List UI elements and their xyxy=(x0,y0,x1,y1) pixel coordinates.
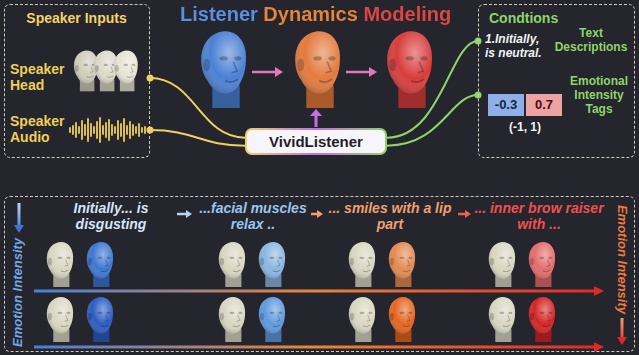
conditions-panel: Condtions 1.Initially, is neutral.Text De… xyxy=(478,4,635,158)
emotion-head-row-part xyxy=(87,297,113,342)
speaker-head-figure-part xyxy=(114,50,138,91)
transition-arrow-part xyxy=(252,71,276,74)
stage-description: ...facial muscles relax .. xyxy=(197,200,309,232)
connector xyxy=(387,38,482,138)
speaker-inputs-panel: Speaker InputsSpeaker HeadSpeaker Audio xyxy=(4,4,150,158)
transition-arrow-part xyxy=(275,67,283,77)
time-arrow-part xyxy=(34,346,596,349)
connector-line xyxy=(150,130,245,146)
intensity-arrow-part xyxy=(14,225,24,233)
intensity-arrow-part xyxy=(621,318,624,338)
intensity-arrow-part xyxy=(18,203,21,226)
condition-label: Text Descriptions xyxy=(551,27,631,55)
transition-arrow-part xyxy=(315,115,318,127)
emotion-head-row-part xyxy=(529,242,555,287)
transition-arrow xyxy=(252,67,377,127)
connector xyxy=(387,92,482,146)
intensity-value: -0.3 xyxy=(488,94,524,116)
panel-heading: Condtions xyxy=(489,10,569,26)
input-label: Speaker Head xyxy=(10,61,70,93)
emotion-head-row xyxy=(47,297,555,342)
emotion-head-row-part xyxy=(47,297,73,342)
emotion-sequence-panel: Initially... is disgusting ...facial musc… xyxy=(4,196,635,352)
axis-label: Emotion Intensity xyxy=(12,237,27,346)
connector-line xyxy=(387,41,478,138)
emotion-head-row-part xyxy=(349,242,375,287)
transition-arrow-part xyxy=(369,67,377,77)
stage-arrow-part xyxy=(311,213,318,216)
transition-arrow-part xyxy=(346,71,370,74)
stage-arrow-part xyxy=(177,213,187,216)
speaker-head-figure-part xyxy=(94,50,118,91)
stage-arrow-part xyxy=(458,213,466,216)
time-arrow-part xyxy=(594,342,604,352)
stage-arrow-part xyxy=(186,210,192,218)
emotion-head-row-part xyxy=(489,242,515,287)
emotion-head-row-part xyxy=(259,242,285,287)
text-condition: 1.Initially, is neutral. xyxy=(485,33,549,61)
connector-dot xyxy=(147,127,154,134)
intensity-value: 0.7 xyxy=(526,94,562,116)
model-name: VividListener xyxy=(269,133,363,150)
emotion-head-row xyxy=(47,242,555,287)
connector-line xyxy=(150,78,245,138)
stage-description: ... smiles with a lip part xyxy=(325,200,455,232)
connector-line xyxy=(387,95,478,146)
emotion-head-row-part xyxy=(489,297,515,342)
listener-head-figure-part xyxy=(295,31,340,108)
emotion-head-row-part xyxy=(219,242,245,287)
speaker-head-figure-part xyxy=(74,50,98,91)
input-label: Speaker Audio xyxy=(10,113,70,145)
time-arrow-part xyxy=(34,290,596,293)
emotion-head-row-part xyxy=(389,242,415,287)
emotion-head-row-part xyxy=(389,297,415,342)
intensity-cell: -0.3 xyxy=(487,93,525,117)
emotion-head-row-part xyxy=(219,297,245,342)
connector xyxy=(147,75,246,138)
intensity-cell: 0.7 xyxy=(525,93,563,117)
range-label: (-1, 1) xyxy=(487,121,563,135)
axis-label: Emotion Intensity xyxy=(615,204,630,313)
listener-head-figure-part xyxy=(201,31,246,108)
speaker-head-figure xyxy=(74,50,138,91)
stage-arrow-part xyxy=(465,210,471,218)
panel-heading: Speaker Inputs xyxy=(5,10,148,26)
condition-label: Emotional Intensity Tags xyxy=(567,75,631,116)
emotion-head-row-part xyxy=(259,297,285,342)
emotion-head-row-part xyxy=(529,297,555,342)
transition-arrow-part xyxy=(310,109,322,116)
connector-dot xyxy=(147,75,154,82)
intensity-arrow-part xyxy=(617,337,627,345)
time-arrow xyxy=(34,286,604,352)
time-arrow-part xyxy=(594,286,604,296)
stage-description: Initially... is disgusting xyxy=(49,200,173,232)
model-box: VividListener xyxy=(245,128,387,155)
listener-head-figure xyxy=(201,31,432,108)
emotion-head-row-part xyxy=(349,297,375,342)
emotion-head-row-part xyxy=(47,242,73,287)
listener-head-figure-part xyxy=(387,31,432,108)
emotion-head-row-part xyxy=(87,242,113,287)
stage-description: ... inner brow raiser with ... xyxy=(473,200,605,232)
stage-arrow-part xyxy=(317,210,323,218)
title: Listener Dynamics Modeling xyxy=(180,3,451,26)
connector xyxy=(147,127,246,146)
audio-waveform xyxy=(70,118,145,142)
